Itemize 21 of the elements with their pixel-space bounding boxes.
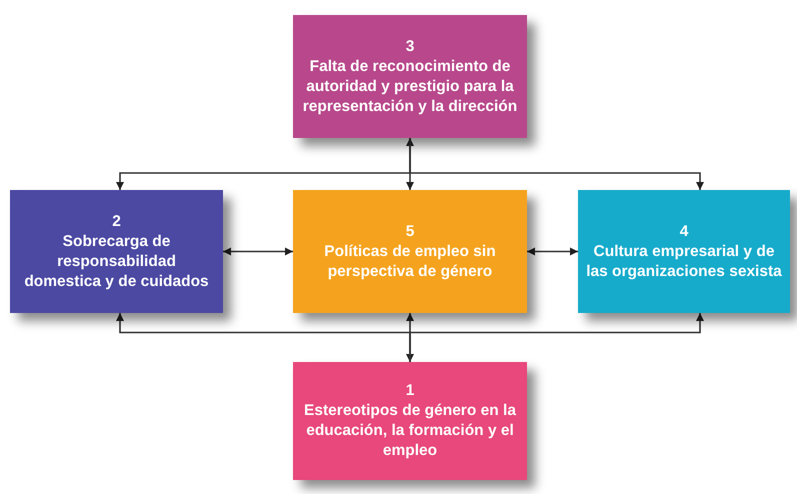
arrow	[406, 138, 414, 190]
box-number: 5	[406, 222, 414, 242]
box-text: Políticas de empleo sin perspectiva de género	[323, 242, 497, 282]
box-text: Cultura empresarial y de las organizaciones sexista	[586, 242, 782, 282]
arrow	[406, 313, 414, 362]
arrow	[527, 248, 578, 256]
box-text: Estereotipos de género en la educación, la formación y el empleo	[303, 401, 518, 461]
box-text: Sobrecarga de responsabilidad domestica y de cuidados	[23, 232, 210, 292]
box-number: 3	[406, 36, 414, 56]
process-box	[293, 362, 527, 480]
arrow	[409, 138, 704, 190]
process-box	[578, 190, 790, 313]
box-number: 2	[112, 212, 121, 232]
process-box	[293, 15, 527, 138]
process-box	[293, 190, 527, 313]
arrow	[223, 248, 293, 256]
box-number: 4	[680, 222, 688, 242]
box-text: Falta de reconocimiento de autoridad y prestigio para la representación y la dirección	[302, 56, 518, 116]
box-number: 1	[406, 381, 414, 401]
process-box	[10, 190, 223, 313]
arrow	[409, 313, 704, 362]
